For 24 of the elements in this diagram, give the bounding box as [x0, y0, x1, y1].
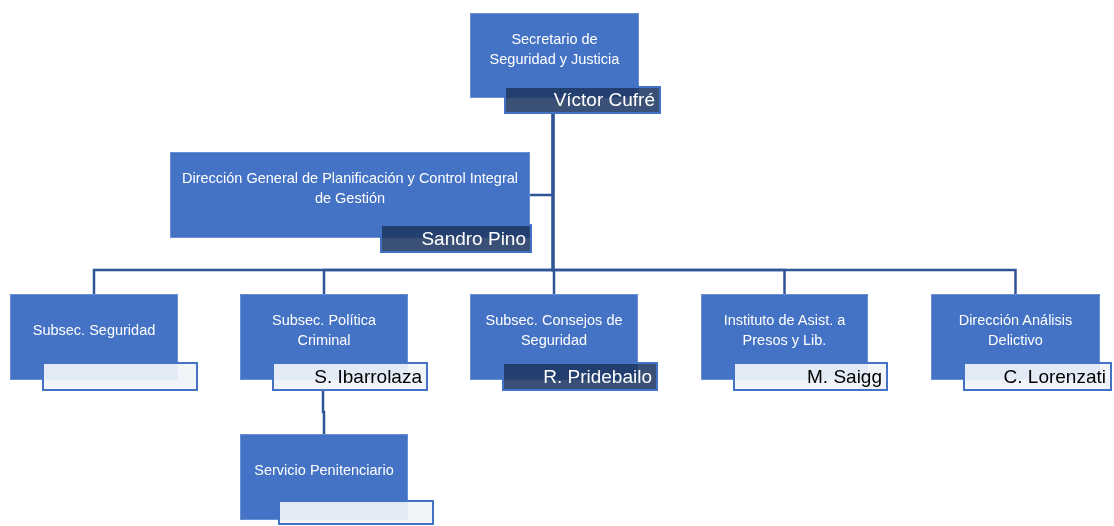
- name-tag: [502, 362, 658, 391]
- unit-title: Subsec. Seguridad: [32, 321, 156, 340]
- unit-title: Secretario de Seguridad y Justicia: [488, 29, 621, 69]
- person-name: R. Pridebailo: [543, 365, 652, 388]
- name-tag: [733, 362, 888, 391]
- unit-title: Subsec. Política Criminal: [271, 311, 377, 350]
- name-tag: [504, 86, 661, 114]
- person-name: S. Ibarrolaza: [314, 365, 422, 388]
- empty-name-tag: [42, 362, 198, 391]
- person-name: M. Saigg: [807, 365, 882, 388]
- unit-title: Dirección Análisis Delictivo: [957, 311, 1074, 350]
- name-tag: [272, 362, 428, 391]
- name-tag: [963, 362, 1112, 391]
- person-name: C. Lorenzati: [1003, 365, 1106, 388]
- connector-line: [551, 114, 1017, 294]
- unit-title: Servicio Penitenciario: [254, 461, 394, 480]
- connector-line: [321, 391, 326, 434]
- name-tag: [380, 224, 532, 253]
- unit-title: Subsec. Consejos de Seguridad: [484, 311, 624, 350]
- unit-title: Instituto de Asist. a Presos y Lib.: [722, 311, 847, 350]
- person-name: Sandro Pino: [421, 227, 526, 250]
- empty-name-tag: [278, 500, 434, 525]
- person-name: Víctor Cufré: [553, 89, 655, 111]
- unit-title: Dirección General de Planificación y Control Integral de Gestión: [180, 169, 520, 208]
